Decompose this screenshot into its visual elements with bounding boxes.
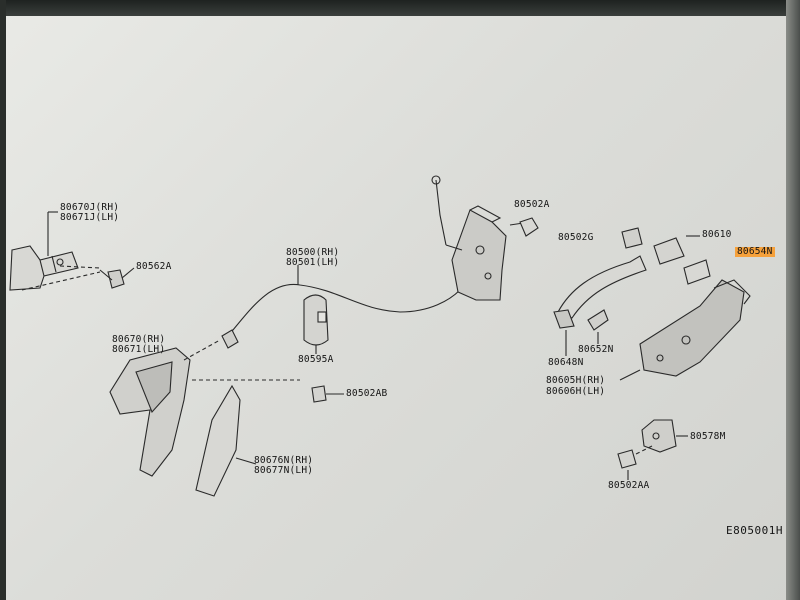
part-label-80501: 80501(LH) (286, 257, 340, 268)
part-label-80676N: 80676N(RH) (254, 455, 314, 466)
screw-80502AA (617, 449, 637, 469)
part-label-80677N: 80677N(LH) (254, 465, 314, 476)
part-label-80562A: 80562A (136, 261, 172, 272)
part-label-80595A: 80595A (298, 354, 334, 365)
monitor-bezel-right (786, 0, 800, 600)
part-label-80606H: 80606H(LH) (546, 386, 606, 397)
part-label-80671: 80671(LH) (112, 344, 166, 355)
part-label-80610: 80610 (702, 229, 732, 240)
part-label-80670: 80670(RH) (112, 334, 166, 345)
cable-grommet (303, 294, 329, 346)
handle-escutcheon-80502G (621, 227, 643, 249)
part-label-80502G: 80502G (558, 232, 594, 243)
part-label-80605H: 80605H(RH) (546, 375, 606, 386)
door-hinge-bracket (9, 245, 79, 291)
bolt-80562A (99, 267, 135, 289)
monitor-bezel-top (0, 0, 800, 16)
door-lock-cable (227, 283, 461, 337)
part-label-80502A: 80502A (514, 199, 550, 210)
handle-seal-80654N (683, 259, 711, 285)
inside-handle-escutcheon (109, 347, 191, 477)
part-label-80502AB: 80502AB (346, 388, 388, 399)
part-label-80500: 80500(RH) (286, 247, 340, 258)
part-label-80578M: 80578M (690, 431, 726, 442)
door-lock-actuator (451, 209, 507, 301)
inside-handle-cover (195, 384, 241, 497)
diagram-code: E805001H (726, 524, 783, 537)
outside-door-handle (557, 255, 647, 319)
part-label-80502AA: 80502AA (608, 480, 650, 491)
screw-80502AB (311, 385, 327, 403)
part-label-80652N: 80652N (578, 344, 614, 355)
key-cylinder-80610 (653, 237, 685, 265)
part-label-80654N-highlighted: 80654N (735, 246, 775, 257)
monitor-bezel-left (0, 0, 6, 600)
screw-80502A (519, 217, 539, 237)
handle-gasket-80652N (587, 309, 609, 331)
handle-bracket-frame (639, 279, 745, 377)
part-label-80671J: 80671J(LH) (60, 212, 120, 223)
part-label-80648N: 80648N (548, 357, 584, 368)
part-label-80670J: 80670J(RH) (60, 202, 120, 213)
